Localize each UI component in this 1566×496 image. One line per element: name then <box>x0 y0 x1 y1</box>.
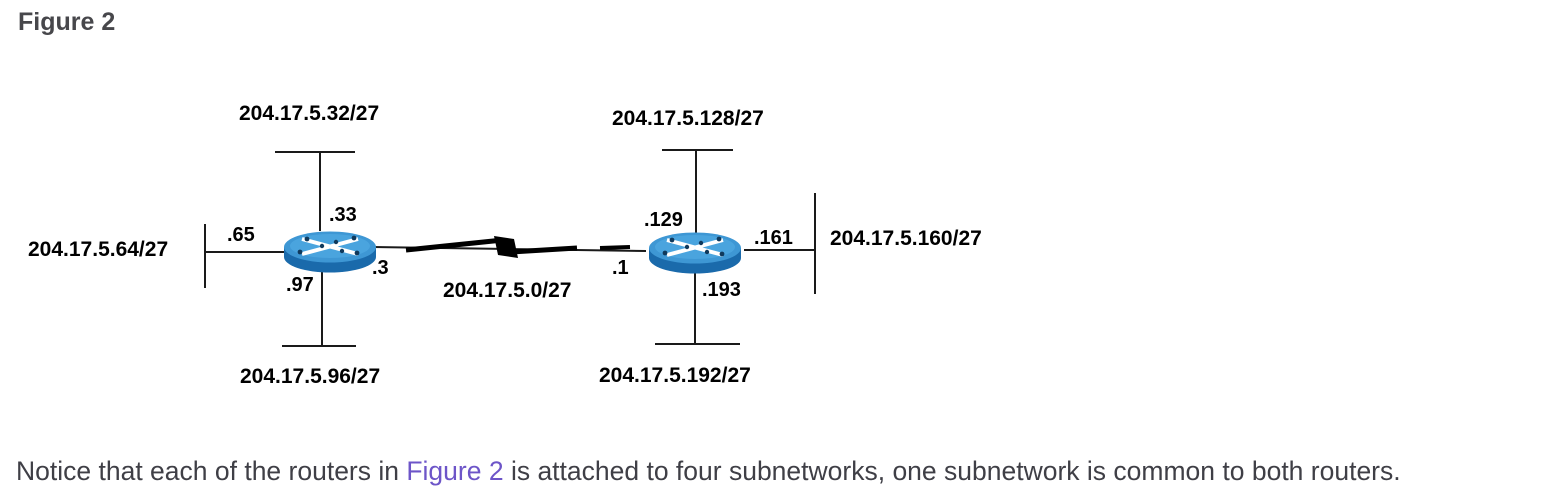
subnet-label-serial: 204.17.5.0/27 <box>443 279 572 302</box>
lan-connector-top-left <box>275 151 355 231</box>
subnet-label-bottom-left: 204.17.5.96/27 <box>240 365 381 388</box>
router-icon-left <box>284 231 376 273</box>
interface-label-right-serial: .1 <box>612 257 629 279</box>
lan-connector-top-right <box>662 149 733 233</box>
lan-connector-bottom-right <box>655 270 740 345</box>
router-icon-right <box>649 232 741 274</box>
subnet-label-top-left: 204.17.5.32/27 <box>239 102 380 125</box>
figure-2-link[interactable]: Figure 2 <box>406 456 504 486</box>
interface-label-left-left: .65 <box>227 224 255 246</box>
figure-title: Figure 2 <box>18 8 116 36</box>
subnet-label-right: 204.17.5.160/27 <box>830 227 982 250</box>
lan-connector-left <box>204 224 286 288</box>
caption: Notice that each of the routers in Figur… <box>16 456 1401 487</box>
serial-link <box>371 236 647 258</box>
interface-label-right-bottom: .193 <box>702 279 741 301</box>
interface-label-right-top: .129 <box>644 209 683 231</box>
interface-label-right-right: .161 <box>754 227 793 249</box>
interface-label-left-top: .33 <box>329 204 357 226</box>
subnet-label-bottom-right: 204.17.5.192/27 <box>599 364 751 387</box>
interface-label-left-bottom: .97 <box>286 274 314 296</box>
caption-text-after: is attached to four subnetworks, one sub… <box>503 456 1401 486</box>
interface-label-left-serial: .3 <box>372 257 389 279</box>
subnet-label-left: 204.17.5.64/27 <box>28 238 169 261</box>
lightning-bolt-icon <box>405 236 631 258</box>
lan-connector-right <box>744 193 816 294</box>
caption-text-before: Notice that each of the routers in <box>16 456 407 486</box>
subnet-label-top-right: 204.17.5.128/27 <box>612 107 764 130</box>
lan-connector-bottom-left <box>282 270 356 347</box>
